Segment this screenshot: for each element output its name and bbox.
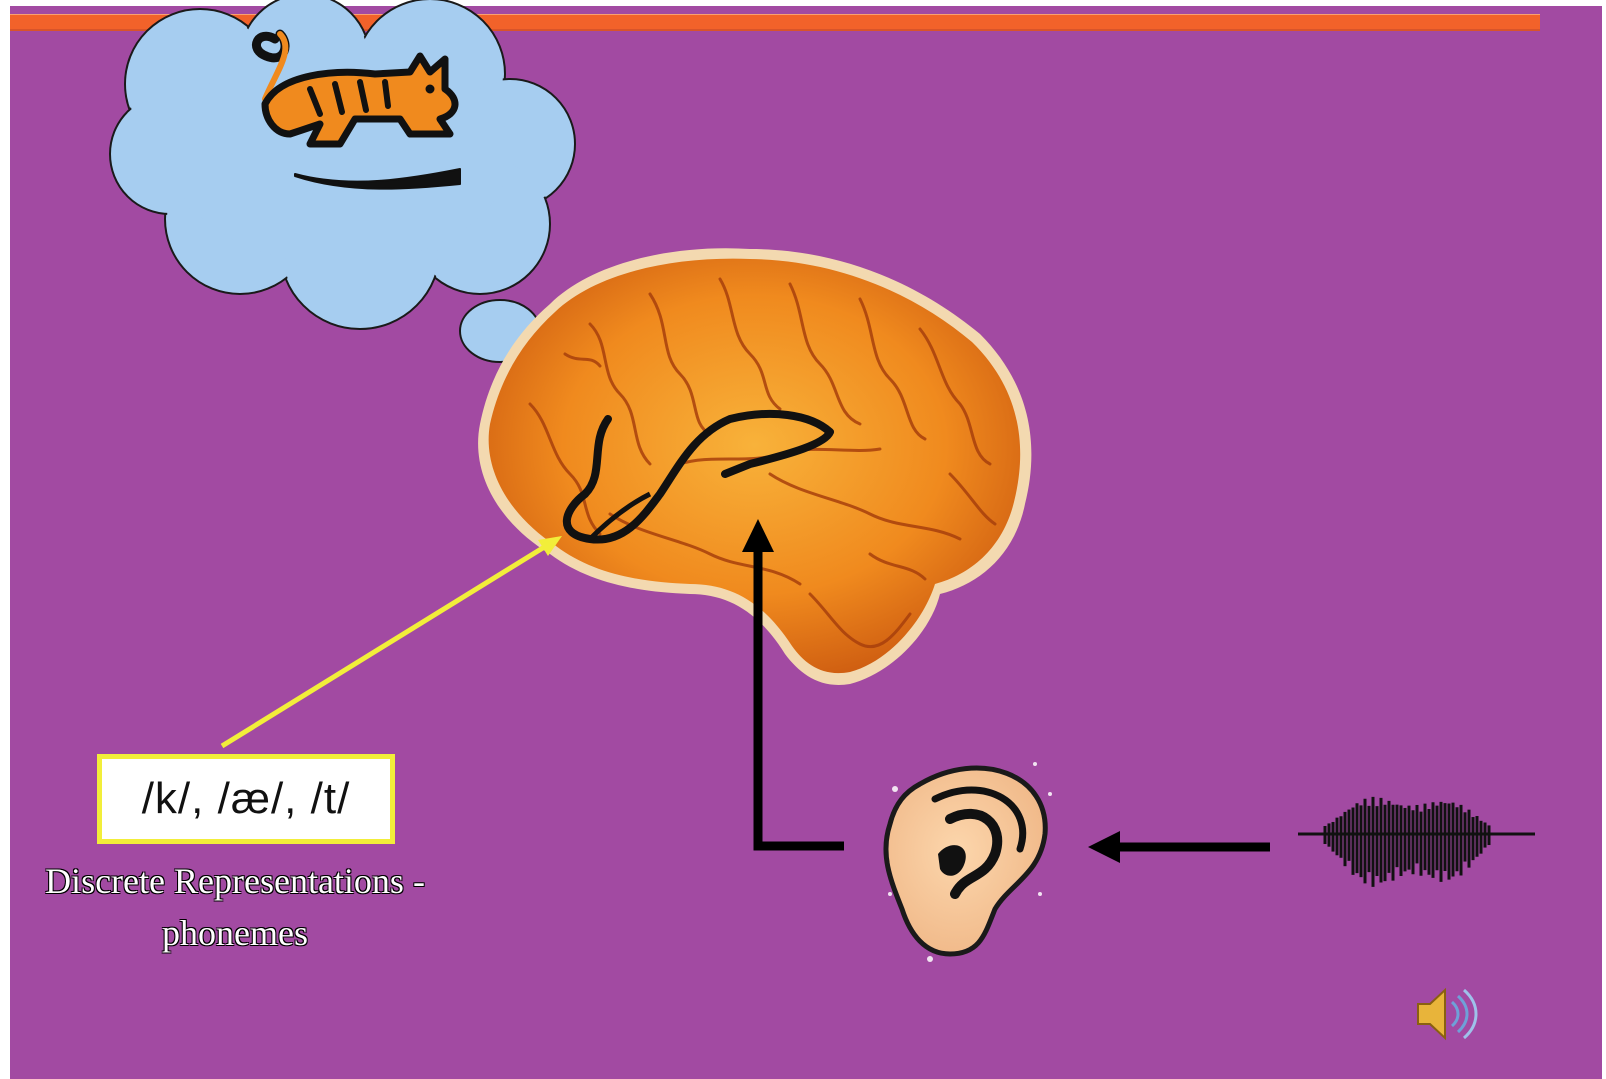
speaker-icon[interactable] bbox=[1418, 990, 1476, 1038]
ear-icon bbox=[886, 762, 1052, 962]
sound-to-ear-arrow bbox=[1088, 831, 1270, 863]
phoneme-text: /k/, /æ/, /t/ bbox=[142, 774, 351, 824]
pointer-arrow bbox=[222, 536, 562, 746]
caption-line-1: Discrete Representations - bbox=[5, 855, 465, 907]
caption-line-2: phonemes bbox=[5, 907, 465, 959]
waveform-icon bbox=[1298, 797, 1535, 887]
caption: Discrete Representations - phonemes bbox=[5, 855, 465, 959]
thought-bubble bbox=[110, 0, 575, 412]
phoneme-box: /k/, /æ/, /t/ bbox=[97, 754, 395, 844]
